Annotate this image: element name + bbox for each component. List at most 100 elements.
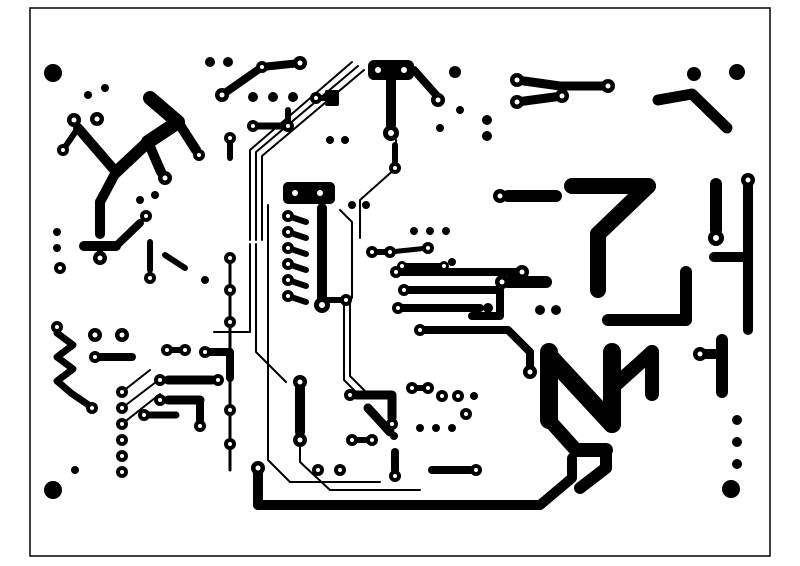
copper-trace [602,266,692,326]
pad-hole [158,378,162,382]
via [205,57,215,67]
copper-trace [249,61,353,241]
via [288,92,298,102]
copper-trace [173,117,201,155]
via [136,196,144,204]
pad-hole [142,413,146,417]
via [151,191,159,199]
pad-hole [228,320,232,324]
pad-hole [338,468,342,472]
via [470,392,478,400]
pad-hole [119,332,125,338]
pad-hole [197,153,201,157]
pad-hole [97,255,103,261]
pad-hole [605,83,611,89]
copper-trace [351,390,397,423]
pad-hole [713,235,719,241]
pad-hole [286,294,290,298]
via [448,258,456,266]
via [448,424,456,432]
pad-hole [286,246,290,250]
pad-hole [120,406,124,410]
via [362,201,370,209]
pad-hole [388,250,392,254]
pad-hole [348,393,352,397]
via [71,466,79,474]
pad-hole [745,177,751,183]
via [416,424,424,432]
copper-trace [540,347,621,433]
via [53,244,61,252]
via [482,131,492,141]
pad-hole [474,468,478,472]
pad-hole [228,442,232,446]
via [732,415,742,425]
copper-trace [339,209,353,299]
pad-hole [292,190,298,196]
copper-trace [162,252,188,271]
pad-hole [317,190,323,196]
via [456,106,464,114]
pad-hole [442,264,446,268]
copper-trace [67,389,94,410]
pad-hole [251,124,255,128]
copper-trace [542,413,613,457]
pad-hole [198,424,202,428]
copper-trace [213,243,251,333]
via [687,67,701,81]
pad-hole [464,412,468,416]
pad-hole [286,278,290,282]
via [348,201,356,209]
pad-hole [401,67,407,73]
via [410,227,418,235]
pad-hole [120,454,124,458]
via [535,305,545,315]
copper-trace [387,245,431,255]
pad-hole [55,325,59,329]
pad-hole [94,116,100,122]
pad-hole [71,117,77,123]
pad-hole [92,332,98,338]
copper-trace [400,286,504,320]
copper-trace [652,88,733,134]
copper-trace [112,219,144,250]
pad-hole [375,67,381,73]
copper-trace [143,137,166,177]
via [44,481,62,499]
pad-hole [219,92,225,98]
pad-hole [297,379,303,385]
via [442,227,450,235]
copper-trace [121,381,157,409]
pad-hole [396,306,400,310]
copper-trace [363,403,395,437]
pad-hole [426,386,430,390]
pad-hole [394,270,398,274]
pad-hole [90,406,94,410]
via [44,64,62,82]
pad-hole [393,474,397,478]
copper-trace [255,65,359,241]
pad-hole [228,408,232,412]
pad-hole [297,437,303,443]
via [436,124,444,132]
via [326,136,334,144]
pad-hole [260,65,264,69]
pad-hole [418,328,422,332]
copper-trace [512,91,567,107]
pad-hole [497,193,503,199]
copper-trace [253,453,577,510]
pad-hole [203,350,207,354]
copper-trace [349,299,367,393]
copper-trace [267,204,381,483]
pad-hole [370,250,374,254]
via [426,227,434,235]
pad-hole [286,262,290,266]
pad-hole [120,470,124,474]
copper-trace [95,167,121,207]
pad-hole [388,130,394,136]
pad-hole [297,60,303,66]
via [432,424,440,432]
via [223,57,233,67]
copper-trace [121,393,161,425]
pad-hole [148,276,152,280]
